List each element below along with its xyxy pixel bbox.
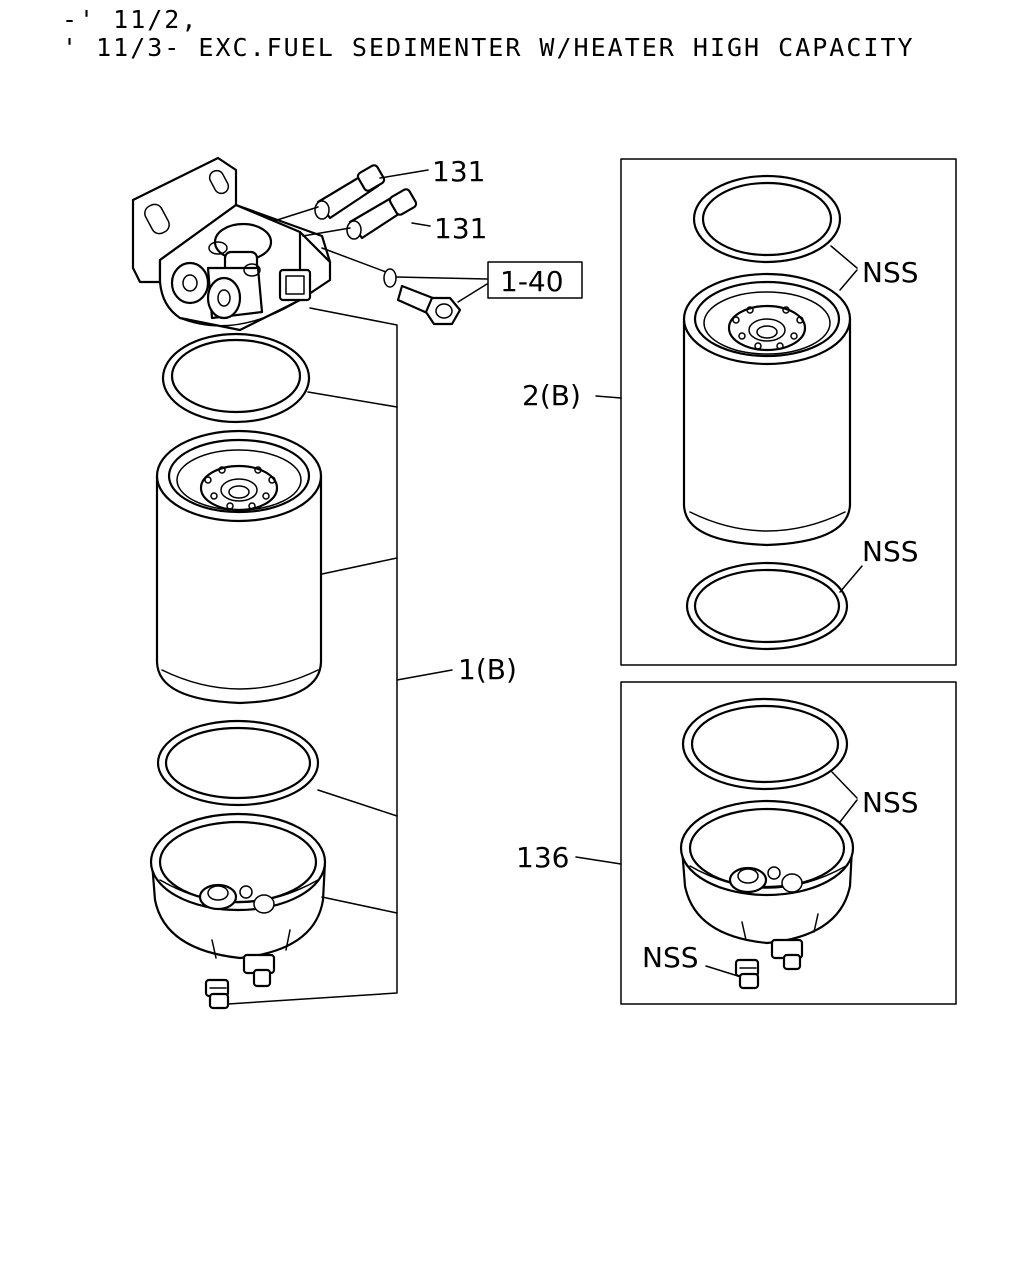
label-nss-gasket-bottom: NSS bbox=[862, 535, 919, 568]
label-nss-gasket-top: NSS bbox=[862, 256, 919, 289]
gasket-lower bbox=[156, 719, 320, 807]
leader-lines-left bbox=[379, 169, 488, 303]
ref-box-1-40 bbox=[487, 261, 583, 299]
header-line-2: ' 11/3- EXC.FUEL SEDIMENTER W/HEATER HIG… bbox=[62, 33, 915, 62]
panel-136 bbox=[620, 681, 957, 1005]
label-1-40: 1-40 bbox=[500, 265, 564, 298]
bolt-and-washer bbox=[321, 247, 462, 326]
assembly-1b-bracket bbox=[227, 307, 453, 1005]
label-2b: 2(B) bbox=[522, 379, 581, 412]
label-131-lower: 131 bbox=[434, 212, 487, 245]
fuel-filter-element bbox=[155, 429, 323, 705]
gasket-136 bbox=[681, 697, 849, 791]
sediment-bowl-136 bbox=[679, 799, 855, 971]
diagram-header: -' 11/2,' 11/3- EXC.FUEL SEDIMENTER W/HE… bbox=[62, 6, 915, 62]
fitting-131-upper-centerline bbox=[273, 206, 319, 222]
label-1b: 1(B) bbox=[458, 653, 517, 686]
label-131-upper: 131 bbox=[432, 155, 485, 188]
panel-2b bbox=[620, 158, 957, 666]
label-nss-drain-plug: NSS bbox=[642, 941, 699, 974]
fitting-131-lower-centerline bbox=[302, 227, 351, 237]
gasket-upper bbox=[161, 332, 311, 424]
header-line-1: -' 11/2, bbox=[62, 5, 199, 34]
gasket-2b-bottom bbox=[685, 561, 849, 651]
fuel-filter-element-2b bbox=[682, 272, 852, 547]
fitting-131-lower bbox=[346, 188, 418, 240]
sediment-bowl bbox=[149, 812, 327, 988]
label-nss-bowl-gasket: NSS bbox=[862, 786, 919, 819]
filter-head-bracket bbox=[131, 156, 332, 332]
label-136: 136 bbox=[516, 841, 569, 874]
leader-lines-panel-2b bbox=[595, 245, 863, 593]
drain-plug bbox=[204, 978, 230, 1010]
gasket-2b-top bbox=[692, 174, 842, 264]
drain-plug-136 bbox=[734, 958, 760, 990]
fitting-131-upper bbox=[314, 164, 386, 220]
leader-lines-panel-136 bbox=[575, 771, 858, 977]
